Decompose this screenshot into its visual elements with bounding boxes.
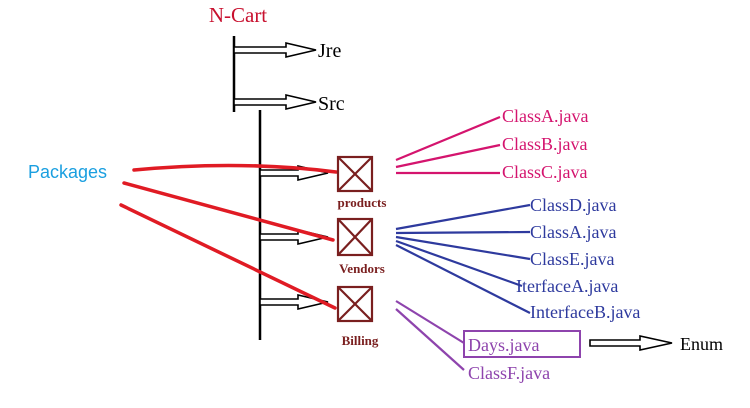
file-item: ClassE.java: [530, 249, 614, 269]
package-icon-billing: [336, 285, 374, 323]
annotation-lines: [119, 163, 338, 310]
package-name-vendors: Vendors: [339, 261, 385, 276]
annotation-line-billing: [119, 203, 337, 310]
enum-label: Enum: [680, 334, 723, 354]
vendors-files: ClassD.java ClassA.java ClassE.java Iter…: [516, 195, 640, 322]
arrow-billing: [259, 293, 329, 311]
folder-label-src: Src: [318, 93, 345, 115]
package-name-billing: Billing: [342, 333, 379, 348]
billing-connectors: [395, 300, 465, 371]
arrow-src: [233, 93, 317, 111]
file-item: ClassD.java: [530, 195, 616, 215]
products-files: ClassA.java ClassB.java ClassC.java: [502, 106, 588, 182]
package-icon-vendors: [336, 217, 374, 257]
branch-arrows: [233, 41, 673, 351]
package-boxes: [336, 155, 374, 323]
annotation-line-vendors: [122, 181, 335, 242]
project-title: N-Cart: [209, 3, 267, 27]
package-icon-products: [336, 155, 374, 193]
file-item: ClassA.java: [502, 106, 588, 126]
folder-label-jre: Jre: [318, 40, 341, 62]
enum-file-box: [463, 330, 581, 358]
file-item: ClassA.java: [530, 222, 616, 242]
tree-lines: [232, 36, 262, 340]
packages-annotation: Packages: [28, 162, 107, 182]
billing-files: Days.java ClassF.java: [468, 335, 550, 383]
annotation-line-products: [132, 163, 338, 174]
file-item: InterfaceB.java: [530, 302, 640, 322]
products-connectors: [395, 115, 501, 175]
file-item: IterfaceA.java: [516, 276, 618, 296]
arrow-enum: [589, 335, 673, 351]
vendors-connectors: [395, 203, 531, 314]
package-name-products: products: [338, 195, 387, 210]
file-item: ClassB.java: [502, 134, 588, 154]
arrow-jre: [233, 41, 317, 59]
file-item: ClassC.java: [502, 162, 588, 182]
file-item: ClassF.java: [468, 363, 550, 383]
file-item-enum: Days.java: [468, 335, 539, 355]
